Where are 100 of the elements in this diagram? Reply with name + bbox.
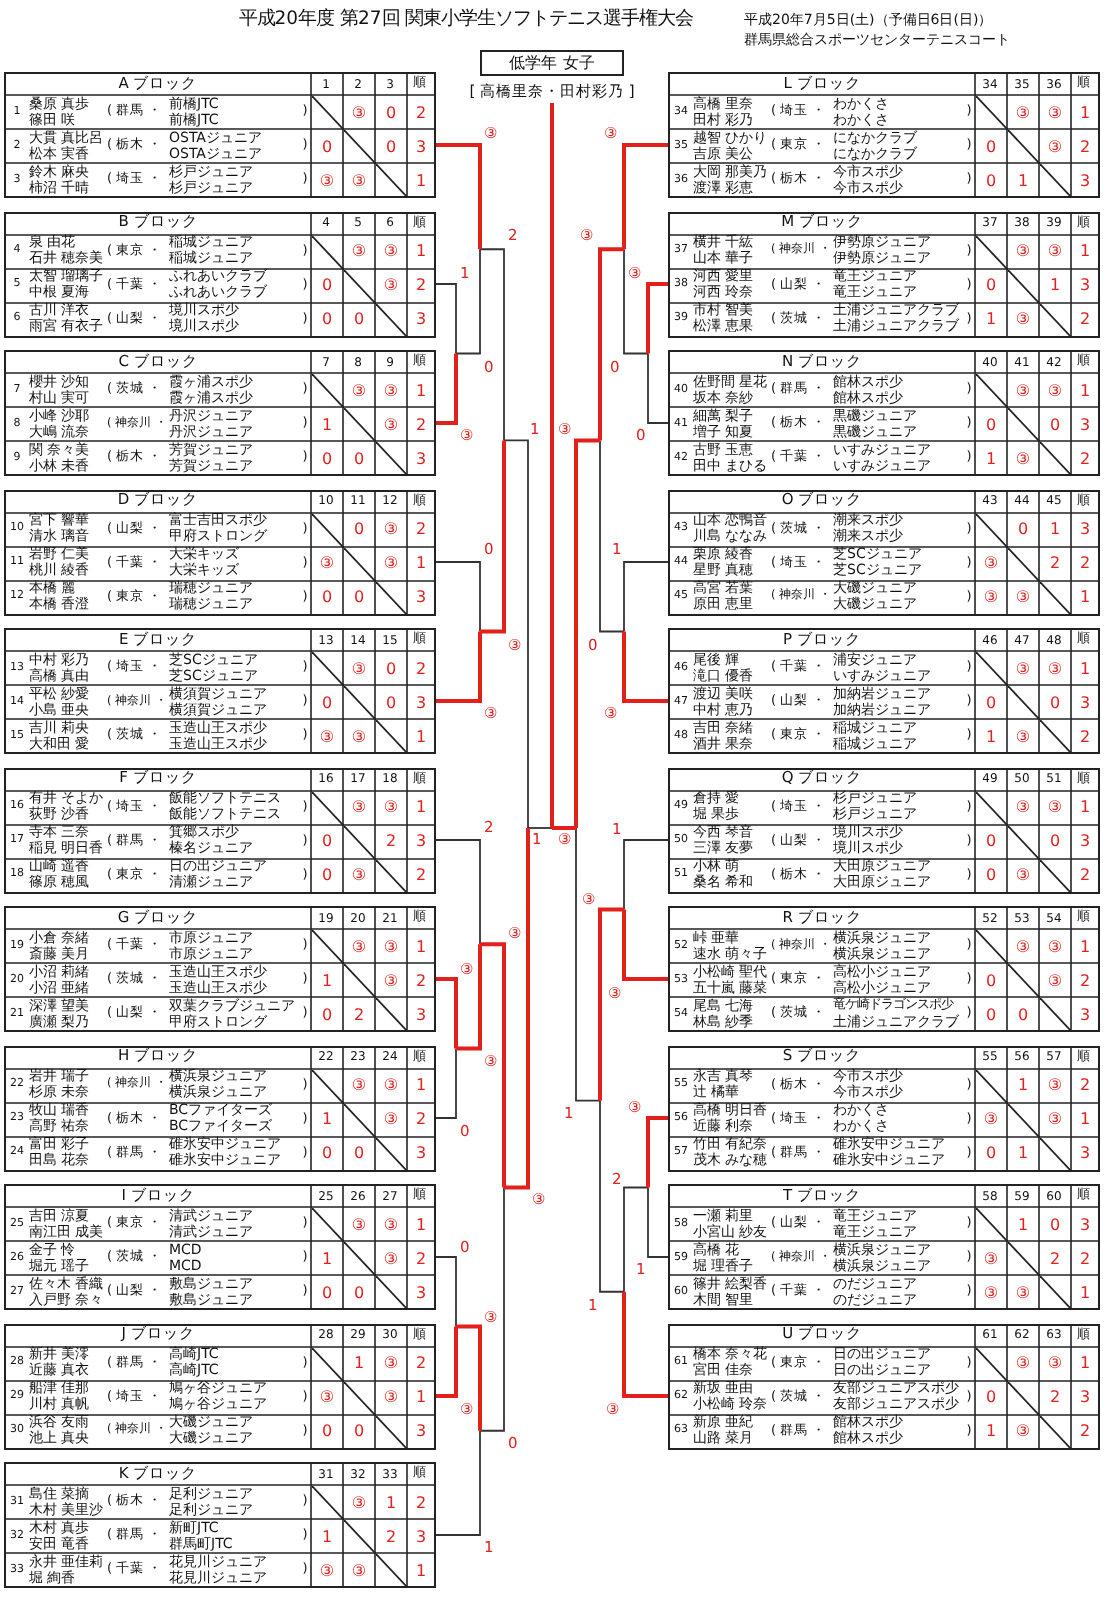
rank: 1 [415, 171, 427, 189]
bracket-line [599, 1099, 625, 1293]
score: ③ [1047, 659, 1063, 677]
bracket-line [504, 828, 530, 1190]
bracket-line [436, 631, 482, 703]
rank: 1 [1079, 798, 1091, 816]
bracket-line [436, 977, 458, 1049]
score: ③ [1015, 798, 1031, 816]
score: ③ [1015, 1422, 1031, 1440]
score: 0 [985, 1005, 997, 1023]
score: ③ [1047, 1110, 1063, 1128]
category-box [480, 50, 624, 76]
block-table [4, 1045, 436, 1171]
score: 0 [353, 1144, 365, 1162]
rank: 3 [1079, 1144, 1091, 1162]
score: 0 [321, 832, 333, 850]
rank: 2 [415, 1354, 427, 1372]
score: 0 [321, 310, 333, 328]
rank: 3 [1079, 693, 1091, 711]
block-table [668, 1323, 1100, 1449]
bracket-line [575, 827, 601, 1102]
bracket-line [622, 1291, 668, 1398]
score: ③ [383, 1388, 399, 1406]
category-label: 低学年 女子 [509, 53, 595, 71]
rank: 2 [1079, 1249, 1091, 1267]
score: ③ [1047, 137, 1063, 155]
score: ③ [383, 554, 399, 572]
rank: 2 [415, 1493, 427, 1511]
bracket-line [647, 1186, 669, 1258]
rank: 2 [415, 415, 427, 433]
score: ③ [1047, 798, 1063, 816]
rank: 2 [1079, 449, 1091, 467]
bracket-line [623, 561, 669, 633]
bracket-line [622, 909, 668, 981]
block-table [668, 906, 1100, 1032]
rank: 1 [1079, 1354, 1091, 1372]
score: 1 [985, 449, 997, 467]
score: ③ [383, 1354, 399, 1372]
rank: 3 [415, 1283, 427, 1301]
score: 0 [385, 137, 397, 155]
score: ③ [351, 937, 367, 955]
score: 1 [1017, 1076, 1029, 1094]
rank: 2 [415, 971, 427, 989]
score: ③ [383, 937, 399, 955]
score: 0 [985, 171, 997, 189]
rank: 2 [1079, 866, 1091, 884]
bracket-line [435, 283, 457, 355]
rank: 2 [415, 1110, 427, 1128]
score: ③ [1047, 242, 1063, 260]
rank: 3 [415, 588, 427, 606]
score: 2 [1049, 554, 1061, 572]
score: ③ [983, 1249, 999, 1267]
bracket-line [435, 1047, 457, 1119]
rank: 1 [1079, 381, 1091, 399]
bracket-line [503, 439, 529, 829]
bracket-line [435, 1429, 481, 1536]
score: 0 [985, 1144, 997, 1162]
score: 0 [321, 1144, 333, 1162]
score: ③ [1047, 1076, 1063, 1094]
block-table [4, 211, 436, 337]
score: ③ [351, 242, 367, 260]
score: 0 [985, 415, 997, 433]
score: ③ [1015, 659, 1031, 677]
score: ③ [1015, 727, 1031, 745]
rank: 1 [1079, 659, 1091, 677]
bracket-line [598, 247, 624, 441]
score: ③ [351, 659, 367, 677]
score: 0 [321, 693, 333, 711]
bracket-line [623, 839, 669, 911]
rank: 1 [1079, 103, 1091, 121]
rank: 1 [415, 937, 427, 955]
rank: 2 [1079, 1422, 1091, 1440]
score: ③ [383, 276, 399, 294]
score: ③ [351, 171, 367, 189]
block-table [668, 489, 1100, 615]
score: 0 [985, 1388, 997, 1406]
bracket-line [480, 440, 506, 634]
rank: 1 [1079, 937, 1091, 955]
bracket-line [622, 631, 668, 703]
rank: 1 [415, 1076, 427, 1094]
score: ③ [1015, 588, 1031, 606]
score: 0 [353, 449, 365, 467]
score: 2 [385, 832, 397, 850]
score: ③ [383, 520, 399, 538]
score: ③ [383, 1076, 399, 1094]
score: ③ [319, 554, 335, 572]
score: ③ [351, 798, 367, 816]
score: ③ [1047, 1354, 1063, 1372]
rank: 3 [1079, 415, 1091, 433]
block-table [668, 350, 1100, 476]
score: 1 [321, 1110, 333, 1128]
bracket-line [435, 561, 481, 633]
score: ③ [351, 1493, 367, 1511]
bracket-line [574, 438, 600, 828]
score: ③ [383, 242, 399, 260]
score: ③ [351, 103, 367, 121]
score: 0 [353, 310, 365, 328]
rank: 3 [1079, 171, 1091, 189]
score: 0 [353, 1283, 365, 1301]
score: 1 [985, 310, 997, 328]
